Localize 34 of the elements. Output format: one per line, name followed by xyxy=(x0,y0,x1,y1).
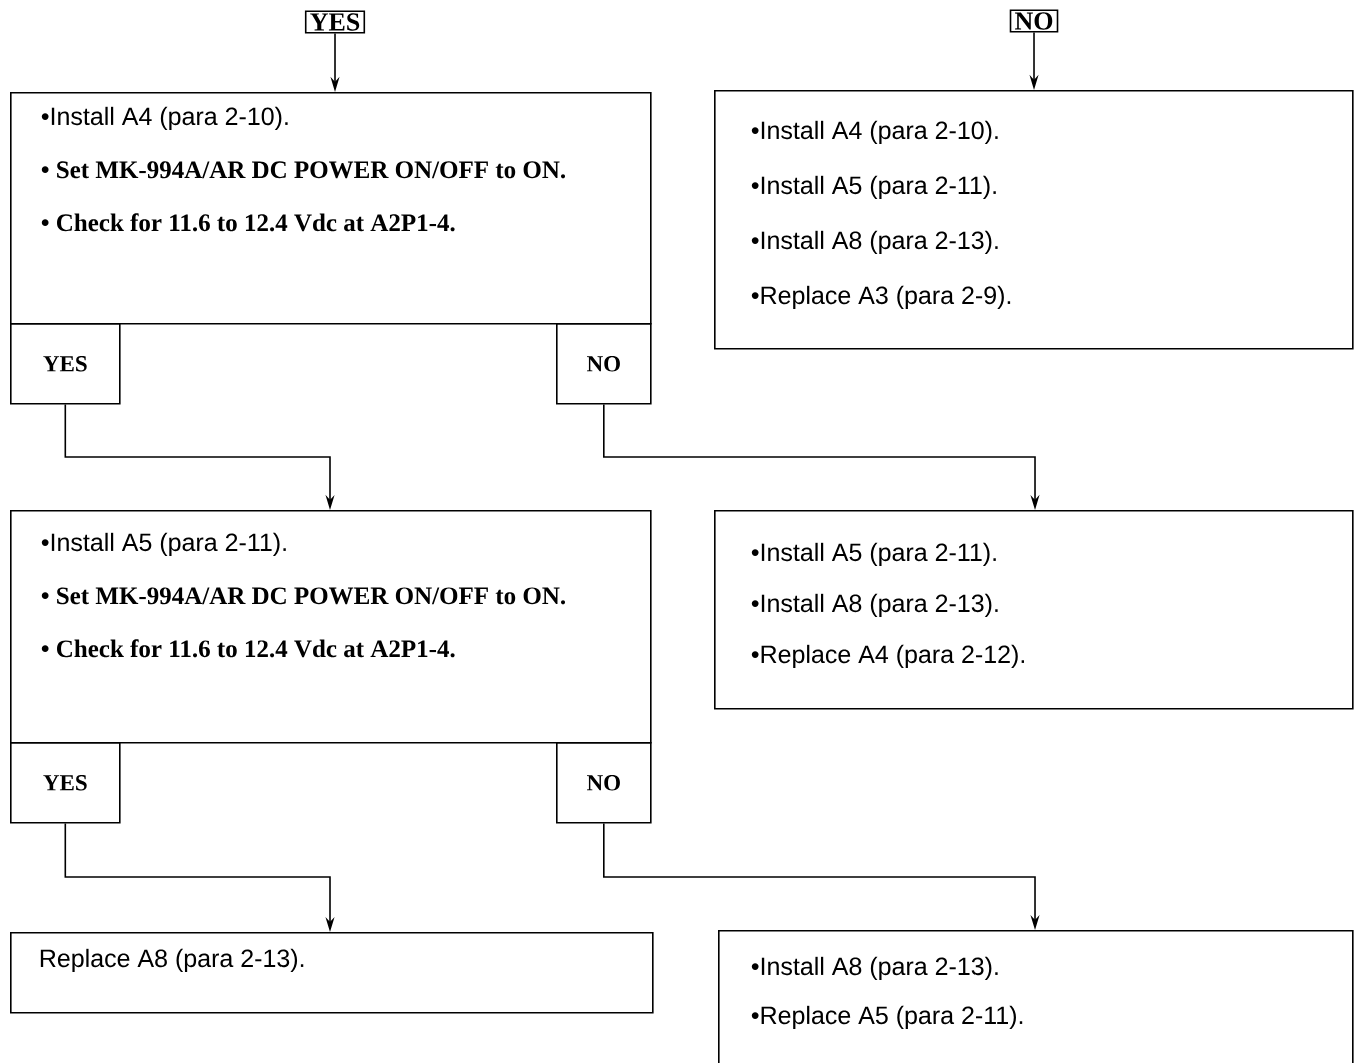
step-box xyxy=(714,90,1354,350)
step-box xyxy=(10,92,652,325)
step-text: •Replace A3 (para 2-9). xyxy=(751,285,1011,310)
branch-tab xyxy=(10,323,121,405)
step-text: •Replace A5 (para 2-11). xyxy=(751,1005,1023,1030)
branch-tab xyxy=(10,742,121,824)
step-text: •Install A8 (para 2-13). xyxy=(751,956,998,981)
step-text: •Install A4 (para 2-10). xyxy=(751,120,998,145)
branch-label: YES xyxy=(43,775,87,791)
branch-tab xyxy=(556,323,652,405)
step-text: • Set MK-994A/AR DC POWER ON/OFF to ON. xyxy=(41,587,566,605)
answer-label: NO xyxy=(1015,12,1053,30)
step-text: •Install A4 (para 2-10). xyxy=(41,106,288,131)
step-text: • Check for 11.6 to 12.4 Vdc at A2P1-4. xyxy=(41,213,455,232)
answer-box xyxy=(304,10,366,34)
branch-label: NO xyxy=(587,356,620,372)
step-text: •Install A5 (para 2-11). xyxy=(751,542,996,567)
step-box xyxy=(714,510,1354,710)
step-box xyxy=(10,510,652,744)
answer-label: YES xyxy=(310,13,360,31)
branch-label: YES xyxy=(43,356,87,372)
step-text: •Install A8 (para 2-13). xyxy=(751,593,998,618)
step-text: •Install A8 (para 2-13). xyxy=(751,230,998,255)
step-text: Replace A8 (para 2-13). xyxy=(40,948,304,973)
step-box xyxy=(10,932,654,1014)
step-text: • Set MK-994A/AR DC POWER ON/OFF to ON. xyxy=(41,161,566,179)
answer-box xyxy=(1009,9,1059,33)
step-text: • Check for 11.6 to 12.4 Vdc at A2P1-4. xyxy=(41,639,455,658)
step-text: •Install A5 (para 2-11). xyxy=(41,532,286,557)
step-text: •Install A5 (para 2-11). xyxy=(751,175,996,200)
branch-tab xyxy=(556,742,652,824)
step-text: •Replace A4 (para 2-12). xyxy=(751,644,1024,669)
branch-label: NO xyxy=(587,775,620,791)
step-box xyxy=(718,930,1354,1063)
